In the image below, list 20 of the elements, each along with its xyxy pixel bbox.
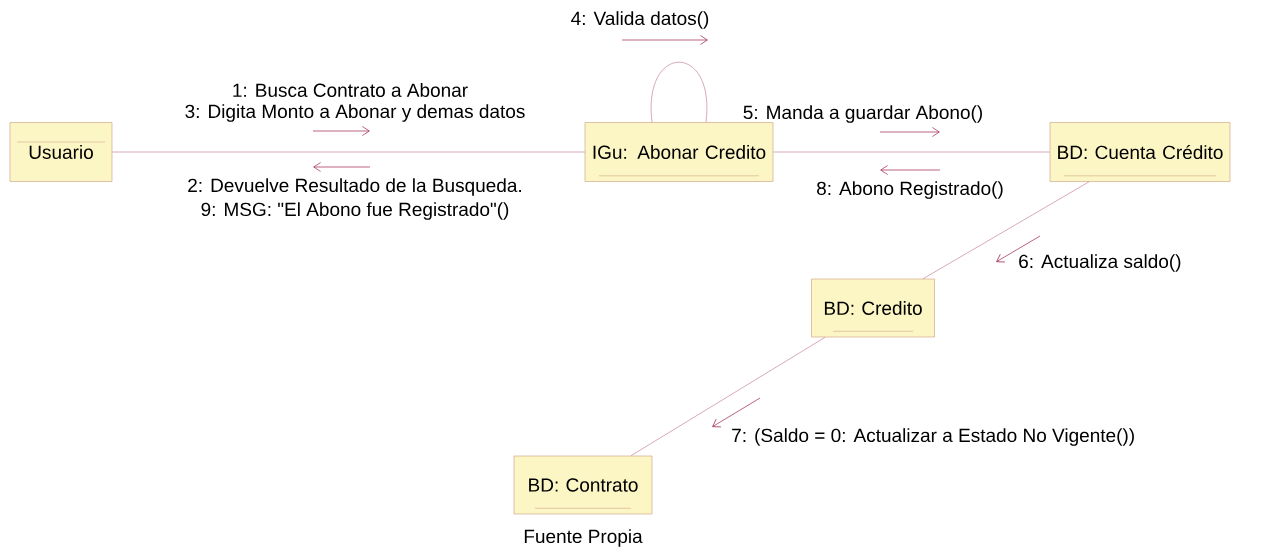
message-label: 4: Valida datos(): [571, 11, 709, 29]
message-label: 6: Actualiza saldo(): [1019, 254, 1181, 272]
message-label: 5: Manda a guardar Abono(): [743, 105, 982, 123]
link-line: [112, 151, 585, 153]
message-label: 3: Digita Monto a Abonar y demas datos: [185, 104, 525, 122]
caption: Fuente Propia: [524, 529, 643, 547]
link-line: [922, 181, 1090, 279]
link-line: [773, 151, 1050, 153]
object-box: IGu: Abonar Credito: [584, 122, 774, 182]
object-box: BD: Contrato: [513, 455, 653, 515]
self-link: [650, 61, 708, 123]
message-label: 8: Abono Registrado(): [817, 181, 1003, 199]
object-box: BD: Credito: [811, 278, 935, 338]
object-box: BD: Cuenta Crédito: [1049, 122, 1231, 182]
message-label: 2: Devuelve Resultado de la Busqueda.: [188, 178, 521, 196]
message-label: 7: (Saldo = 0: Actualizar a Estado No Vigente()): [732, 428, 1134, 446]
link-line: [630, 337, 826, 456]
object-box: Usuario: [9, 122, 113, 182]
message-label: 1: Busca Contrato a Abonar: [233, 83, 468, 97]
message-label: 9: MSG: "El Abono fue Registrado"(): [201, 202, 509, 220]
